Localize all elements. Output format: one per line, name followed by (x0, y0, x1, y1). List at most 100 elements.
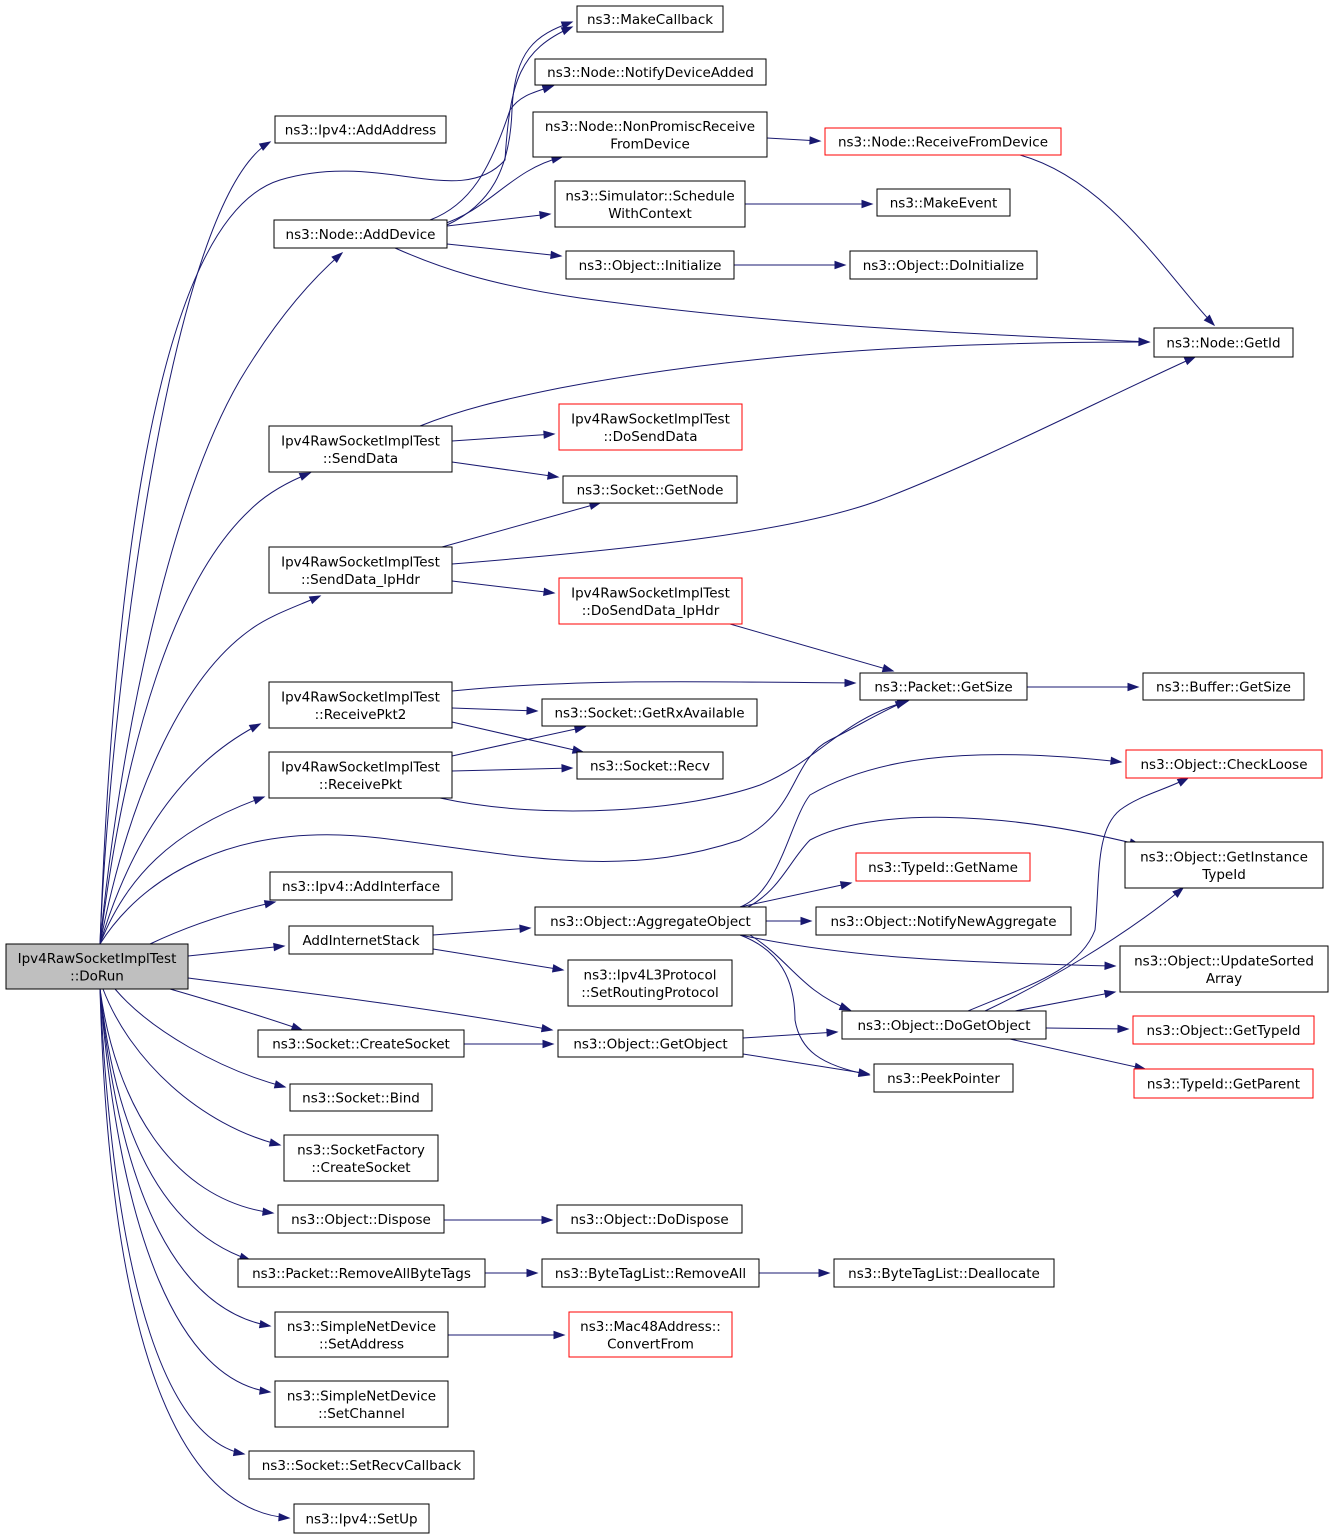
arrowhead (526, 1268, 539, 1278)
edge-line (99, 988, 271, 1327)
node-buffergetsize[interactable]: ns3::Buffer::GetSize (1142, 672, 1305, 701)
node-dispose[interactable]: ns3::Object::Dispose (277, 1204, 445, 1234)
arrowhead (1176, 777, 1190, 787)
node-box (562, 475, 738, 504)
node-box (273, 219, 448, 249)
node-box (237, 1258, 486, 1288)
node-getid[interactable]: ns3::Node::GetId (1153, 327, 1294, 358)
node-getobject[interactable]: ns3::Object::GetObject (557, 1029, 744, 1058)
arrowhead (809, 136, 822, 145)
node-box (576, 751, 724, 780)
node-bytetaglistremoveall[interactable]: ns3::ByteTagList::RemoveAll (541, 1258, 760, 1288)
edge-line (739, 882, 852, 908)
node-addaddress[interactable]: ns3::Ipv4::AddAddress (274, 115, 447, 144)
edge-line (432, 948, 564, 971)
node-getrxavailable[interactable]: ns3::Socket::GetRxAvailable (541, 698, 758, 727)
node-notifydeviceadded[interactable]: ns3::Node::NotifyDeviceAdded (534, 58, 767, 86)
node-setroutingprotocol[interactable]: ns3::Ipv4L3Protocol::SetRoutingProtocol (567, 959, 733, 1007)
node-senddata[interactable]: Ipv4RawSocketImplTest::SendData (268, 425, 453, 473)
edge-aggregateobject-to-typeidgetname (739, 881, 853, 908)
edge-aggregateobject-to-notifynewaggregate (766, 916, 813, 926)
node-dosenddataiphdr[interactable]: Ipv4RawSocketImplTest::DoSendData_IpHdr (558, 577, 743, 625)
node-label: ns3::Object::DoInitialize (863, 258, 1025, 274)
node-label: Ipv4RawSocketImplTest (281, 433, 440, 449)
arrowhead (838, 1002, 852, 1011)
node-addinternetstack[interactable]: AddInternetStack (288, 925, 434, 955)
node-typeidgetname[interactable]: ns3::TypeId::GetName (855, 852, 1031, 882)
node-receivepkt[interactable]: Ipv4RawSocketImplTest::ReceivePkt (268, 751, 453, 799)
node-box (268, 546, 453, 594)
node-setchannel[interactable]: ns3::SimpleNetDevice::SetChannel (274, 1380, 449, 1428)
node-box (534, 906, 767, 936)
node-label: ns3::SocketFactory (297, 1142, 425, 1158)
edge-line (102, 988, 281, 1146)
node-makecallback[interactable]: ns3::MakeCallback (576, 5, 724, 33)
edge-line (446, 243, 562, 257)
node-label: ::DoSendData (604, 429, 698, 445)
node-box (841, 1010, 1047, 1040)
arrowhead (258, 1320, 272, 1329)
edge-line (739, 754, 1122, 908)
node-aggregateobject[interactable]: ns3::Object::AggregateObject (534, 906, 767, 936)
node-dosenddata[interactable]: Ipv4RawSocketImplTest::DoSendData (558, 403, 743, 451)
node-dodispose[interactable]: ns3::Object::DoDispose (556, 1204, 743, 1234)
node-peekpointer[interactable]: ns3::PeekPointer (873, 1063, 1014, 1093)
edge-line (99, 988, 274, 1214)
node-getnode[interactable]: ns3::Socket::GetNode (562, 475, 738, 504)
node-label: ConvertFrom (607, 1336, 694, 1352)
node-receivefromdevice[interactable]: ns3::Node::ReceiveFromDevice (824, 127, 1062, 156)
node-setaddress[interactable]: ns3::SimpleNetDevice::SetAddress (274, 1311, 449, 1358)
edge-line (451, 356, 1196, 565)
node-deallocate[interactable]: ns3::ByteTagList::Deallocate (833, 1258, 1055, 1288)
edge-line (1014, 991, 1116, 1012)
arrowhead (550, 250, 563, 260)
node-label: ns3::MakeEvent (890, 196, 998, 212)
node-addinterface[interactable]: ns3::Ipv4::AddInterface (269, 871, 453, 901)
edge-dogetobject-to-getparent (1009, 1038, 1147, 1071)
node-box (567, 959, 733, 1007)
node-createsocket[interactable]: ns3::Socket::CreateSocket (257, 1029, 465, 1058)
node-getparent[interactable]: ns3::TypeId::GetParent (1133, 1068, 1314, 1099)
node-initialize[interactable]: ns3::Object::Initialize (565, 250, 735, 280)
edge-line (99, 988, 271, 1393)
node-adddevice[interactable]: ns3::Node::AddDevice (273, 219, 448, 249)
node-removeallbytetags[interactable]: ns3::Packet::RemoveAllByteTags (237, 1258, 486, 1288)
node-box (558, 577, 743, 625)
node-dorun: Ipv4RawSocketImplTest::DoRun (5, 943, 189, 990)
arrowhead (262, 1207, 275, 1216)
node-gettypeid[interactable]: ns3::Object::GetTypeId (1132, 1015, 1315, 1045)
edge-line (1009, 1038, 1146, 1070)
node-setup[interactable]: ns3::Ipv4::SetUp (293, 1503, 430, 1534)
node-receivepkt2[interactable]: Ipv4RawSocketImplTest::ReceivePkt2 (268, 681, 453, 729)
node-factorycreatesocket[interactable]: ns3::SocketFactory::CreateSocket (283, 1134, 439, 1182)
node-convertfrom[interactable]: ns3::Mac48Address::ConvertFrom (568, 1311, 733, 1358)
node-label: ns3::SimpleNetDevice (287, 1388, 436, 1404)
edge-line (451, 580, 555, 594)
edge-dorun-to-setrecvcallback (99, 988, 246, 1457)
node-recv[interactable]: ns3::Socket::Recv (576, 751, 724, 780)
node-box (268, 681, 453, 729)
arrowhead (553, 1330, 566, 1340)
node-box (824, 127, 1062, 156)
node-makeevent[interactable]: ns3::MakeEvent (876, 188, 1011, 217)
node-packetgetsize[interactable]: ns3::Packet::GetSize (859, 672, 1028, 701)
node-bind[interactable]: ns3::Socket::Bind (289, 1083, 433, 1112)
node-doinitialize[interactable]: ns3::Object::DoInitialize (849, 250, 1038, 280)
node-checkloose[interactable]: ns3::Object::CheckLoose (1125, 749, 1323, 779)
node-dogetobject[interactable]: ns3::Object::DoGetObject (841, 1010, 1047, 1040)
node-label: ns3::PeekPointer (887, 1071, 1000, 1087)
edge-line (742, 1053, 870, 1075)
node-senddataiphdr[interactable]: Ipv4RawSocketImplTest::SendData_IpHdr (268, 546, 453, 594)
edge-line (441, 502, 601, 548)
arrowhead (834, 260, 847, 270)
node-notifynewaggregate[interactable]: ns3::Object::NotifyNewAggregate (815, 906, 1072, 936)
edge-line (99, 472, 311, 945)
node-label: Ipv4RawSocketImplTest (571, 585, 730, 601)
node-setrecvcallback[interactable]: ns3::Socket::SetRecvCallback (248, 1450, 475, 1480)
node-label: ns3::SimpleNetDevice (287, 1319, 436, 1335)
edge-dorun-to-setchannel (99, 988, 272, 1395)
